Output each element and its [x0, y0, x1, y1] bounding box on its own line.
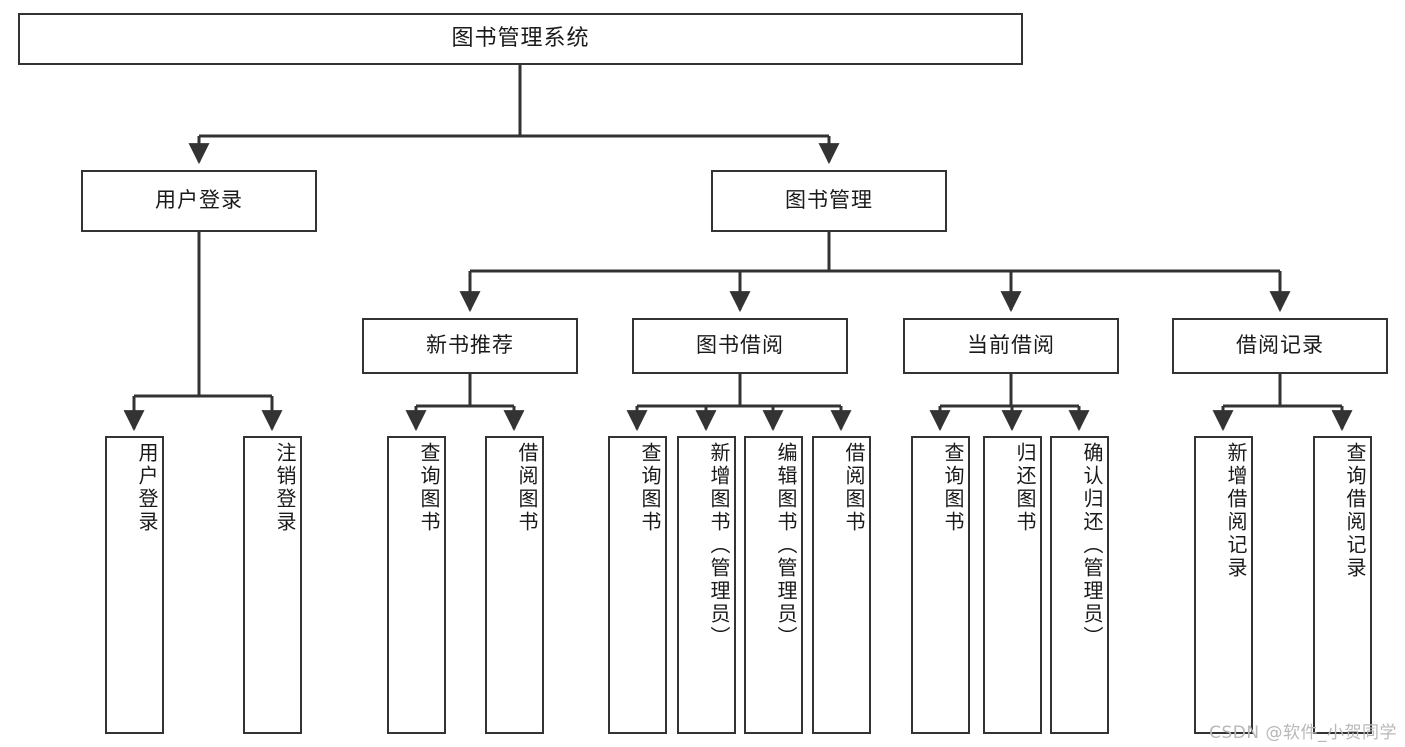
- node-level2-0[interactable]: 用户登录: [81, 170, 317, 232]
- node-level3-0[interactable]: 新书推荐: [362, 318, 578, 374]
- node-label: 查询借阅记录: [1343, 442, 1367, 580]
- node-label: 新增借阅记录: [1224, 442, 1248, 580]
- node-label: 查询图书: [941, 442, 965, 534]
- node-label: 借阅图书: [842, 442, 866, 534]
- node-leaf-8[interactable]: 查询图书: [911, 436, 970, 734]
- node-label: 图书管理: [785, 188, 873, 213]
- node-leaf-11[interactable]: 新增借阅记录: [1194, 436, 1253, 734]
- node-label: 查询图书: [638, 442, 662, 534]
- node-label: 确认归还（管理员）: [1080, 442, 1104, 649]
- node-leaf-6[interactable]: 编辑图书（管理员）: [744, 436, 803, 734]
- node-label: 查询图书: [417, 442, 441, 534]
- node-leaf-3[interactable]: 借阅图书: [485, 436, 544, 734]
- node-label: 图书管理系统: [451, 25, 590, 51]
- node-label: 归还图书: [1013, 442, 1037, 534]
- watermark-text: CSDN @软件_小贺同学: [1209, 723, 1397, 743]
- node-label: 借阅图书: [515, 442, 539, 534]
- node-label: 当前借阅: [967, 333, 1055, 358]
- node-label: 注销登录: [273, 442, 297, 534]
- node-level3-3[interactable]: 借阅记录: [1172, 318, 1388, 374]
- node-leaf-12[interactable]: 查询借阅记录: [1313, 436, 1372, 734]
- node-level3-2[interactable]: 当前借阅: [903, 318, 1119, 374]
- node-leaf-7[interactable]: 借阅图书: [812, 436, 871, 734]
- node-label: 用户登录: [135, 442, 159, 534]
- node-leaf-9[interactable]: 归还图书: [983, 436, 1042, 734]
- node-label: 新书推荐: [426, 333, 514, 358]
- node-label: 用户登录: [155, 188, 243, 213]
- node-leaf-5[interactable]: 新增图书（管理员）: [677, 436, 736, 734]
- node-leaf-2[interactable]: 查询图书: [387, 436, 446, 734]
- node-leaf-1[interactable]: 注销登录: [243, 436, 302, 734]
- node-label: 新增图书（管理员）: [707, 442, 731, 649]
- node-label: 图书借阅: [696, 333, 784, 358]
- node-leaf-10[interactable]: 确认归还（管理员）: [1050, 436, 1109, 734]
- node-label: 借阅记录: [1236, 333, 1324, 358]
- node-level3-1[interactable]: 图书借阅: [632, 318, 848, 374]
- node-leaf-4[interactable]: 查询图书: [608, 436, 667, 734]
- node-label: 编辑图书（管理员）: [774, 442, 798, 649]
- node-root-system[interactable]: 图书管理系统: [18, 13, 1023, 65]
- node-level2-1[interactable]: 图书管理: [711, 170, 947, 232]
- node-leaf-0[interactable]: 用户登录: [105, 436, 164, 734]
